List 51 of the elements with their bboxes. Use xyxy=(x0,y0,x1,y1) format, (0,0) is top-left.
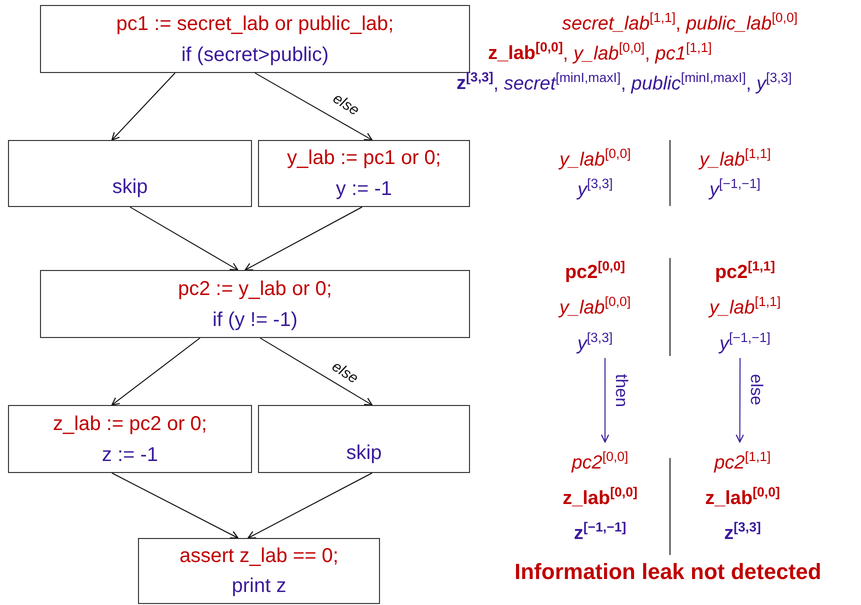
arrow xyxy=(248,472,373,539)
state-line: z$^{[−1,−1]}$ xyxy=(574,518,626,546)
result-note: Information leak not detected xyxy=(514,560,822,584)
annotation-text: z$^{[3,3]}$, secret$^{[minI,maxI]}$, public$^{[minI,maxI]}$, y$^{[3,3]}$ xyxy=(456,69,792,96)
state-line: y$^{[3,3]}$ xyxy=(577,328,613,356)
code-line: skip xyxy=(112,175,148,200)
code-line: pc1 := secret_lab or public_lab; xyxy=(116,12,394,36)
arrow xyxy=(260,338,373,406)
arrow xyxy=(111,72,176,141)
arrow xyxy=(111,472,238,539)
statement-box xyxy=(8,140,252,207)
arrow xyxy=(244,206,363,271)
code-line: pc2 := y_lab or 0; xyxy=(178,276,332,302)
arrow xyxy=(130,206,238,271)
state-line: z_lab$^{[0,0]}$ xyxy=(705,483,780,511)
statement-box xyxy=(258,405,470,473)
state-line: z$^{[3,3]}$ xyxy=(724,518,761,546)
arrow xyxy=(600,358,610,443)
statement-box xyxy=(138,538,380,604)
code-line: skip xyxy=(346,441,382,466)
state-line: y_lab$^{[0,0]}$ xyxy=(559,293,631,321)
annotation-text: z_lab$^{[0,0]}$, y_lab$^{[0,0]}$, pc1$^{[1,1]}$ xyxy=(488,39,712,66)
code-line: if (y != -1) xyxy=(212,308,298,332)
state-line: y_lab$^{[1,1]}$ xyxy=(709,293,781,321)
code-line: y := -1 xyxy=(336,176,392,202)
arrow xyxy=(111,338,200,406)
code-line: assert z_lab == 0; xyxy=(180,544,338,569)
edge-label: else xyxy=(328,358,362,388)
statement-box xyxy=(8,405,252,473)
state-line: pc2$^{[1,1]}$ xyxy=(714,448,771,476)
state-line: pc2$^{[0,0]}$ xyxy=(564,258,626,286)
statement-box xyxy=(40,5,470,73)
code-line: z := -1 xyxy=(102,442,158,468)
code-line: if (secret>public) xyxy=(181,42,329,68)
code-line: y_lab := pc1 or 0; xyxy=(287,146,441,172)
state-line: y$^{[−1,−1]}$ xyxy=(710,175,760,202)
state-line: y_lab$^{[0,0]}$ xyxy=(560,145,631,172)
state-line: pc2$^{[0,0]}$ xyxy=(572,448,628,476)
annotation-text: secret_lab$^{[1,1]}$, public_lab$^{[0,0]}$ xyxy=(562,9,798,36)
edge-label: else xyxy=(328,90,362,120)
state-line: y$^{[3,3]}$ xyxy=(578,175,613,202)
statement-box xyxy=(40,270,470,338)
arrow xyxy=(254,72,373,141)
state-line: y$^{[−1,−1]}$ xyxy=(720,328,770,356)
state-line: pc2$^{[1,1]}$ xyxy=(714,258,776,286)
state-line: y_lab$^{[1,1]}$ xyxy=(700,145,771,172)
state-line: z_lab$^{[0,0]}$ xyxy=(562,483,638,511)
statement-box xyxy=(258,140,470,207)
arrow xyxy=(736,358,744,443)
code-line: z_lab := pc2 or 0; xyxy=(53,412,207,436)
code-line: print z xyxy=(232,574,286,599)
